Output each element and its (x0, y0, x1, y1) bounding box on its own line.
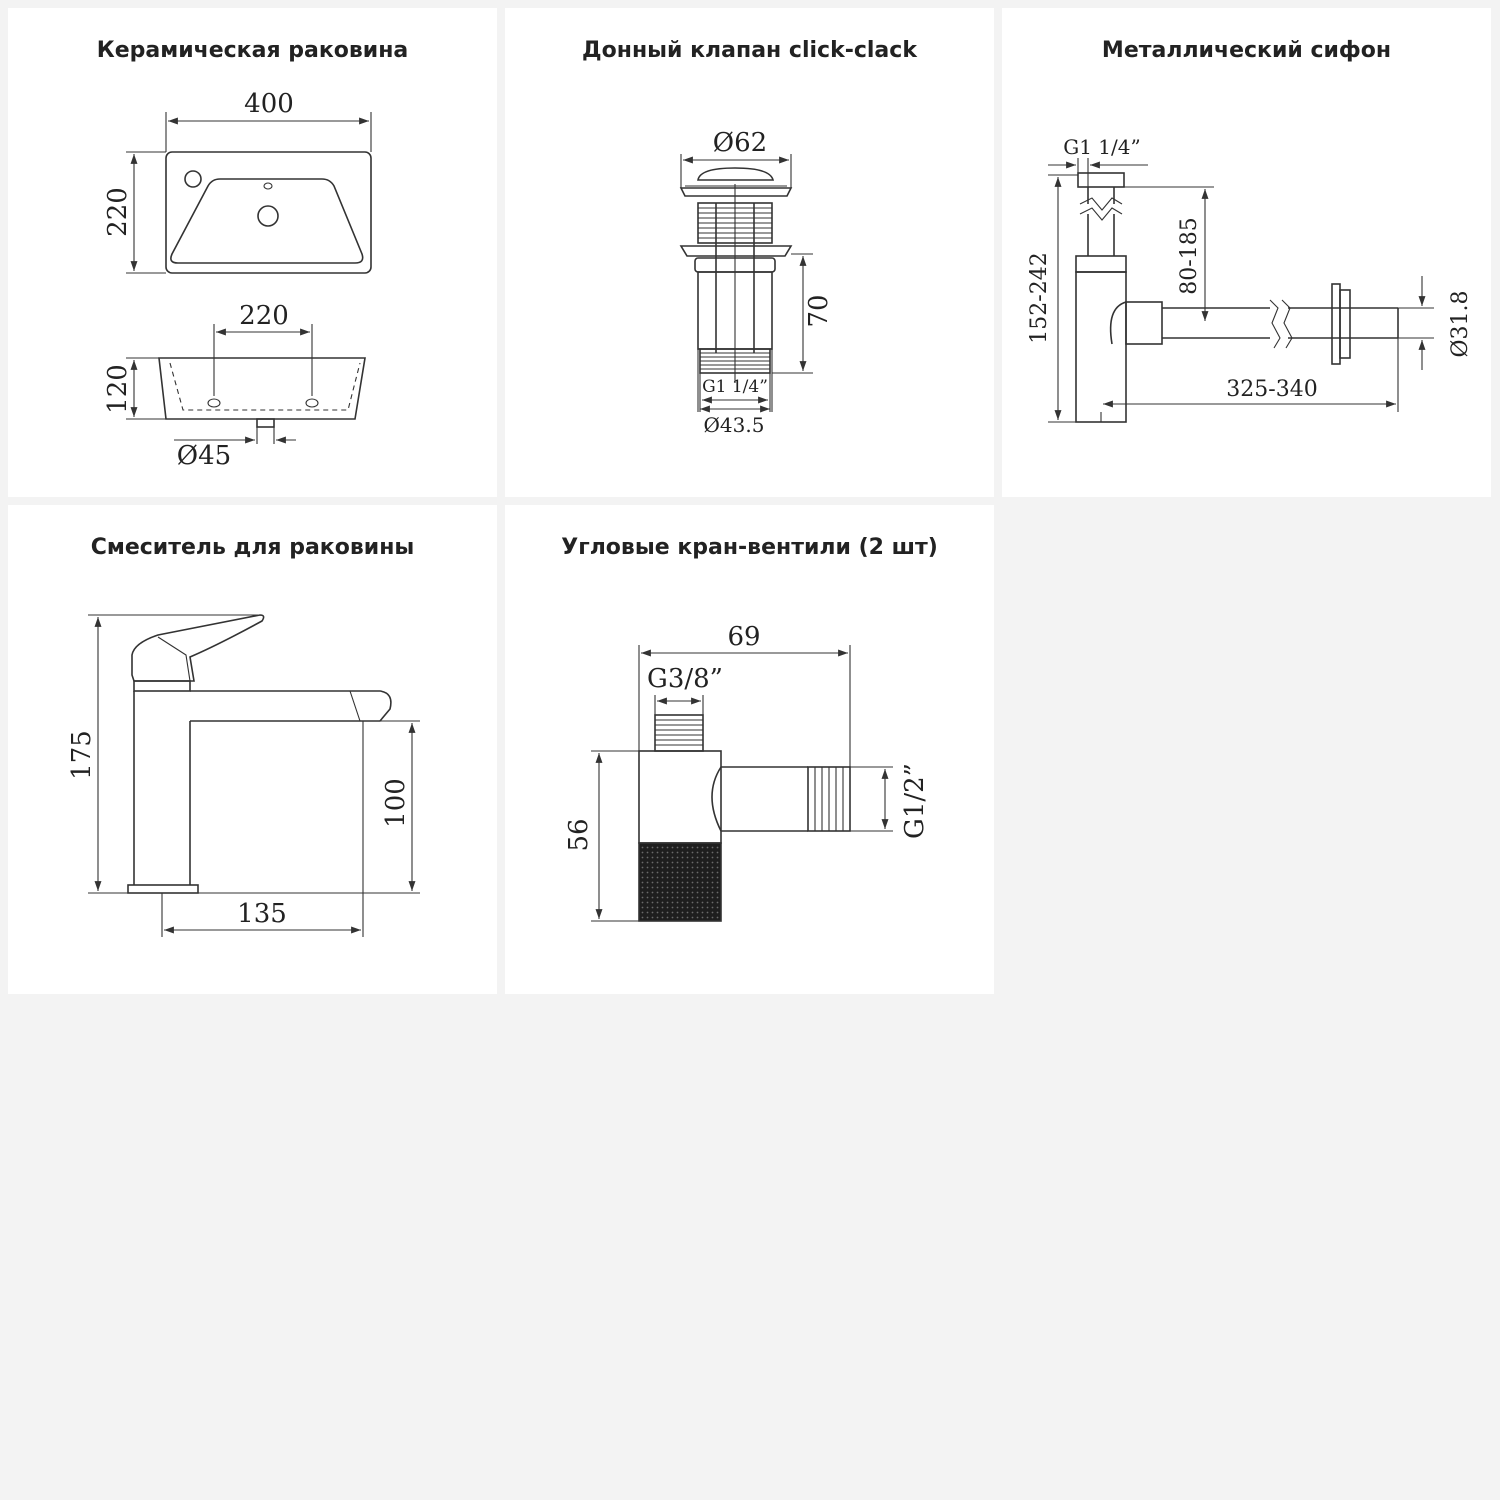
faucet-handle (131, 614, 265, 682)
dim-length: 69 (727, 622, 760, 652)
knurled-handle (638, 842, 722, 922)
siphon-collar (1075, 255, 1127, 273)
wall-rosette (1331, 283, 1341, 365)
dim-thread-top: G3/8” (647, 664, 723, 694)
valve-washer (679, 245, 793, 257)
valve-flange-top (679, 187, 793, 197)
side-hole-right (305, 398, 319, 408)
dim-spout-height: 100 (381, 778, 411, 828)
sink-top-outline (165, 151, 372, 274)
dim-side-height: 120 (103, 364, 133, 414)
drain-hole (257, 205, 279, 227)
siphon-drawing: G1 1/4” 152-242 80-185 Ø31.8 325-340 (1027, 135, 1473, 423)
siphon-break-mark (1079, 197, 1123, 211)
panel-title: Угловые кран-вентили (2 шт) (561, 535, 938, 560)
panel-ceramic-sink: Керамическая раковина 400 220 220 120 (8, 8, 497, 497)
angle-valve-drawing: 69 G3/8” 56 G1/2” (564, 622, 930, 922)
siphon-bottle (1075, 271, 1127, 423)
dim-thread: G1 1/4” (1063, 135, 1140, 159)
dim-drain: Ø45 (177, 441, 231, 471)
dim-pipe-diameter: Ø31.8 (1448, 290, 1473, 357)
faucet-base (127, 884, 199, 894)
dim-diameter: Ø62 (713, 128, 767, 158)
valve-body (638, 750, 722, 844)
valve-drawing: Ø62 70 G1 1/4” Ø43.5 (679, 128, 834, 437)
dim-length: 325-340 (1226, 377, 1317, 402)
overflow-hole (263, 182, 273, 190)
siphon-outlet-nut (1125, 301, 1163, 345)
siphon-top-nut (1077, 172, 1125, 188)
sink-side-outline (158, 357, 366, 420)
dim-outer-diameter: Ø43.5 (704, 413, 765, 437)
sink-drawing: 400 220 220 120 Ø45 (103, 89, 372, 471)
faucet-drawing: 175 100 135 (67, 614, 420, 937)
sink-bowl-outline (170, 178, 364, 264)
outlet-elbow (711, 766, 722, 832)
panel-title: Донный клапан click-clack (582, 38, 917, 63)
dim-thread-side: G1/2” (900, 763, 930, 839)
dim-holes: 220 (239, 301, 289, 331)
panel-faucet: Смеситель для раковины 175 100 135 (8, 505, 497, 994)
sink-side-hidden (169, 362, 361, 411)
dim-adjust: 80-185 (1177, 217, 1202, 294)
drain-outlet (256, 418, 275, 428)
faucet-spout (190, 690, 392, 722)
dim-reach: 135 (237, 899, 287, 929)
panel-title: Металлический сифон (1101, 38, 1392, 63)
faucet-body-collar (133, 680, 191, 692)
panel-click-clack-valve: Донный клапан click-clack (505, 8, 994, 497)
wall-flange (1339, 289, 1351, 359)
pipe-break-mark (1269, 299, 1281, 349)
dim-thread: G1 1/4” (702, 377, 768, 397)
siphon-elbow (1109, 301, 1127, 345)
dim-height: 175 (67, 730, 97, 780)
panel-angle-valves: Угловые кран-вентили (2 шт) 69 G (505, 505, 994, 994)
dim-height: 152-242 (1027, 252, 1052, 343)
dim-height: 70 (804, 294, 834, 327)
panel-title: Керамическая раковина (96, 38, 409, 63)
panel-metal-siphon: Металлический сифон G1 1/4” 1 (1002, 8, 1491, 497)
dim-width: 400 (244, 89, 294, 119)
dim-height: 56 (564, 818, 594, 851)
side-hole-left (207, 398, 221, 408)
dim-depth: 220 (103, 187, 133, 237)
panel-title: Смеситель для раковины (90, 535, 415, 560)
faucet-hole (184, 170, 202, 188)
valve-cap (697, 167, 775, 181)
